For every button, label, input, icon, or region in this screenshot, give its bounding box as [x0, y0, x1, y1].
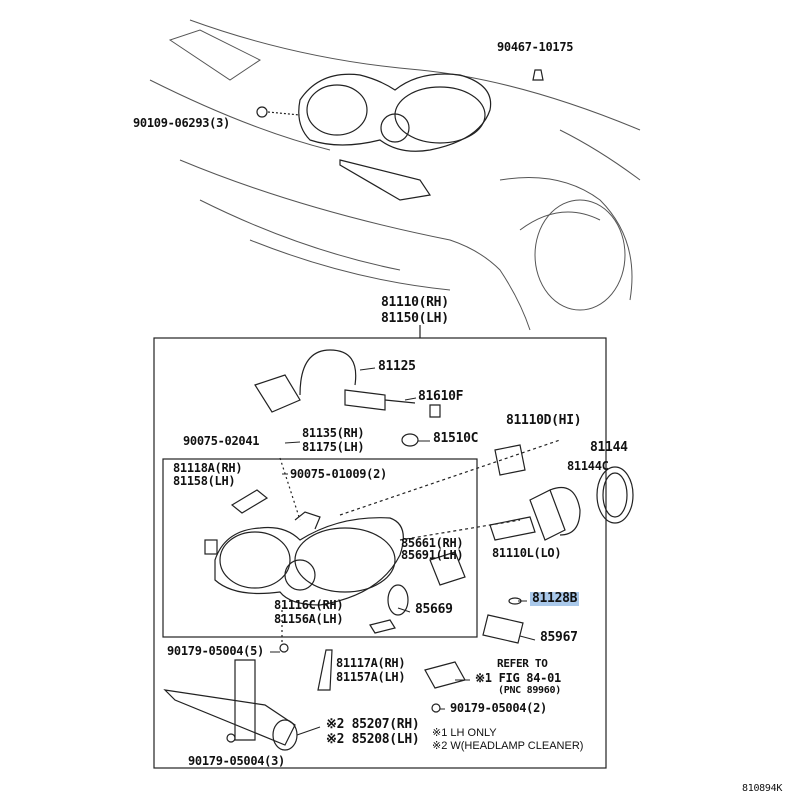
label-pnc-89960: (PNC 89960) — [498, 685, 561, 696]
car-body-outline — [149, 19, 641, 331]
headlamp-unit — [204, 439, 561, 645]
label-90109-06293: 90109-06293(3) — [133, 116, 230, 130]
label-81510c: 81510C — [433, 431, 479, 446]
label-81158-lh: 81158(LH) — [173, 474, 236, 488]
label-81175-lh: 81175(LH) — [302, 440, 365, 454]
label-81157a-lh: 81157A(LH) — [336, 670, 406, 684]
note-headlamp-cleaner: ※2 W(HEADLAMP CLEANER) — [432, 740, 584, 752]
socket-wiring — [254, 349, 441, 447]
label-81128b-highlighted[interactable]: 81128B — [530, 591, 580, 606]
label-85967: 85967 — [540, 630, 578, 645]
label-90075-02041: 90075-02041 — [183, 434, 260, 448]
label-81144c: 81144C — [567, 459, 609, 473]
label-81110d-hi: 81110D(HI) — [506, 413, 582, 428]
label-81110-rh: 81110(RH) — [381, 295, 449, 310]
assembly-outer-box — [153, 337, 607, 769]
label-81117a-rh: 81117A(RH) — [336, 656, 406, 670]
label-81144: 81144 — [590, 440, 628, 455]
cleaner-and-brackets — [163, 643, 466, 751]
top-headlamp — [256, 69, 544, 201]
label-90179-05004-5: 90179-05004(5) — [167, 644, 264, 658]
label-81118a-rh: 81118A(RH) — [173, 461, 243, 475]
note-lh-only: ※1 LH ONLY — [432, 727, 497, 739]
diagram-code: 810894K — [742, 783, 783, 794]
label-90075-01009: 90075-01009(2) — [290, 467, 387, 481]
label-81125: 81125 — [378, 359, 416, 374]
label-85661-rh: 85661(RH) — [401, 536, 464, 550]
label-81135-rh: 81135(RH) — [302, 426, 365, 440]
label-refer-to: REFER TO — [497, 657, 548, 670]
label-fig-84-01[interactable]: ※1 FIG 84-01 — [475, 671, 561, 685]
label-85208-lh: ※2 85208(LH) — [326, 732, 420, 747]
label-90179-05004-3: 90179-05004(3) — [188, 754, 285, 768]
label-85669: 85669 — [415, 602, 453, 617]
label-81110l-lo: 81110L(LO) — [492, 546, 562, 560]
label-81610f: 81610F — [418, 389, 464, 404]
label-81156a-lh: 81156A(LH) — [274, 612, 344, 626]
label-90179-05004-2: 90179-05004(2) — [450, 701, 547, 715]
label-81150-lh: 81150(LH) — [381, 311, 449, 326]
leader-lines — [270, 367, 536, 736]
assembly-inner-box — [162, 458, 478, 638]
label-85691-lh: 85691(LH) — [401, 548, 464, 562]
label-85207-rh: ※2 85207(RH) — [326, 717, 420, 732]
label-81116c-rh: 81116C(RH) — [274, 598, 344, 612]
label-90467-10175: 90467-10175 — [497, 40, 574, 54]
